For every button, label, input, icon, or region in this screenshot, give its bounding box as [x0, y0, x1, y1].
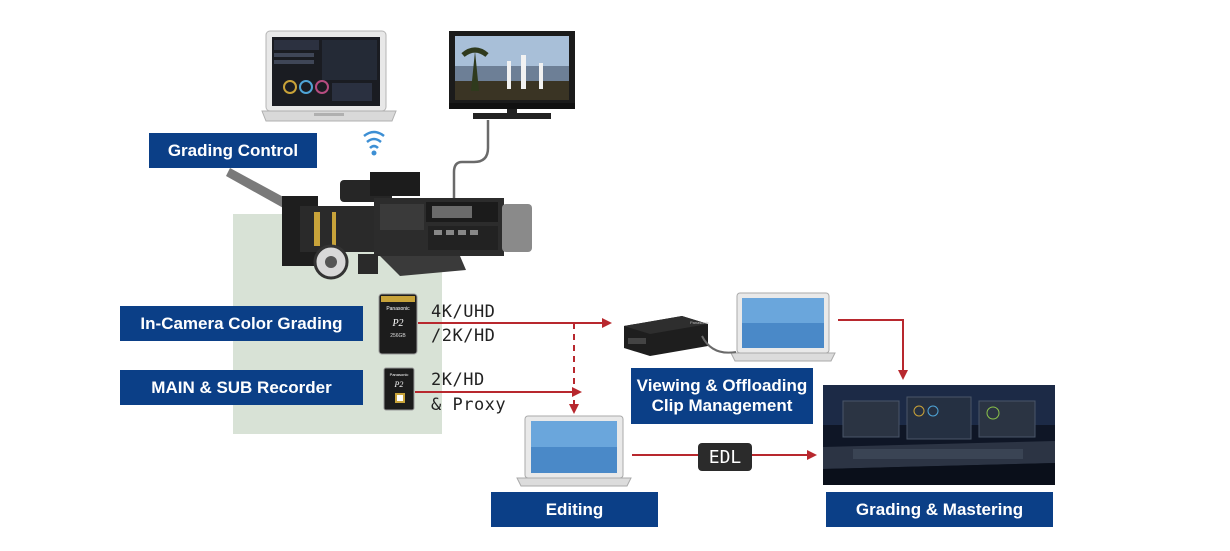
- card1-format-line1: 4K/UHD: [431, 302, 496, 322]
- grading-control-label: Grading Control: [149, 133, 317, 168]
- grading-laptop-image: [261, 30, 397, 122]
- in-camera-color-grading-label: In-Camera Color Grading: [120, 306, 363, 341]
- reference-monitor-image: [449, 31, 575, 119]
- p2-card-image: Panasonic P2 256GB: [378, 293, 418, 355]
- edl-badge: EDL: [698, 443, 752, 471]
- wireless-signal-icon: [363, 130, 385, 156]
- card-reader-image: Panasonic: [624, 316, 709, 356]
- editing-label: Editing: [491, 492, 658, 527]
- card2-brand: Panasonic: [390, 372, 409, 377]
- card2-logo: P2: [394, 380, 404, 389]
- viewing-offloading-label: Viewing & Offloading Clip Management: [631, 368, 813, 424]
- viewing-laptop-image: [730, 292, 836, 362]
- card1-capacity: 256GB: [390, 333, 406, 339]
- editing-laptop-image: [516, 415, 632, 487]
- grading-suite-image: [823, 385, 1055, 485]
- card1-brand: Panasonic: [386, 306, 410, 312]
- arrow-viewing-to-grading: [838, 319, 908, 380]
- reader-brand: Panasonic: [690, 320, 709, 325]
- card1-format-line2: /2K/HD: [431, 326, 496, 346]
- cinema-camera-image: [226, 168, 532, 280]
- main-sub-recorder-label: MAIN & SUB Recorder: [120, 370, 363, 405]
- reader-cable: [701, 335, 737, 354]
- card2-format-line2: & Proxy: [431, 395, 507, 415]
- microp2-card-image: Panasonic P2: [383, 367, 415, 411]
- viewing-offloading-line2: Clip Management: [651, 396, 793, 415]
- monitor-cable: [452, 120, 490, 206]
- card1-logo: P2: [391, 318, 403, 329]
- grading-mastering-label: Grading & Mastering: [826, 492, 1053, 527]
- card2-format-line1: 2K/HD: [431, 370, 485, 390]
- viewing-offloading-line1: Viewing & Offloading: [636, 376, 808, 395]
